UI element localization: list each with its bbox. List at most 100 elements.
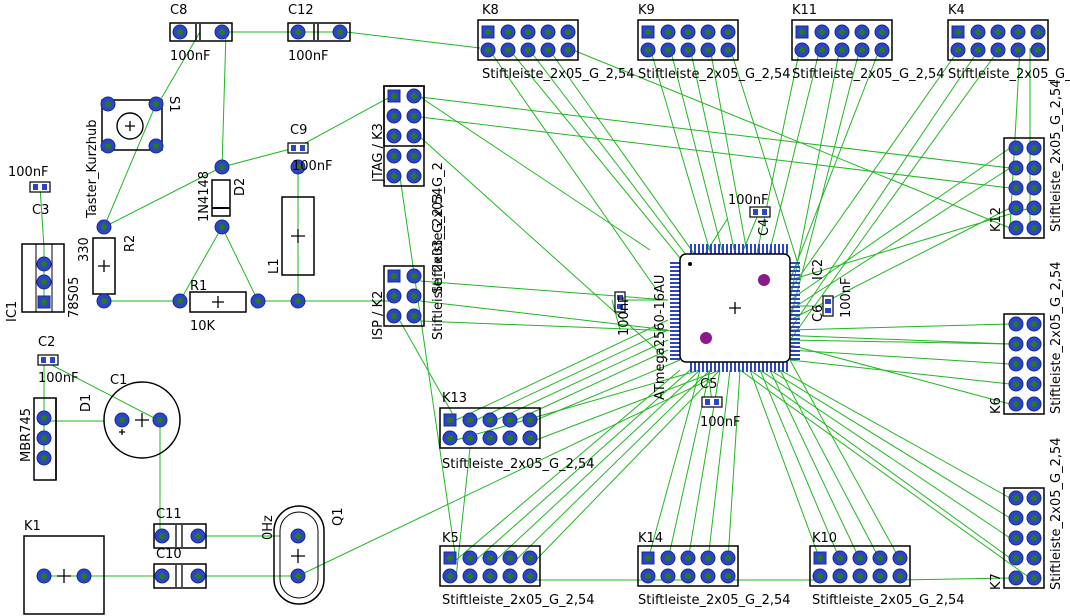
airwire [739, 369, 1031, 579]
drill-hole [1013, 225, 1019, 231]
airwire [789, 47, 861, 321]
airwire [495, 369, 701, 561]
ref-c5: C5 [700, 377, 717, 392]
drill-hole [487, 573, 493, 579]
value-d1: MBR745 [19, 408, 34, 462]
drill-hole [1031, 321, 1037, 327]
drill-hole [391, 93, 397, 99]
capacitor-c4 [749, 206, 771, 218]
plus-mark [119, 429, 125, 435]
value-c9: 100nF [292, 159, 333, 174]
drill-hole [685, 47, 691, 53]
drill-hole [195, 573, 201, 579]
plus-mark [98, 260, 110, 272]
drill-hole [337, 29, 343, 35]
plus-mark [125, 121, 135, 131]
airwire [419, 96, 651, 251]
drill-hole [645, 555, 651, 561]
drill-hole [159, 573, 165, 579]
components [21, 19, 1049, 615]
airwire [455, 447, 471, 579]
drill-hole [665, 47, 671, 53]
header-k13 [439, 407, 541, 449]
drill-hole [1015, 29, 1021, 35]
airwire [535, 369, 721, 441]
drill-hole [879, 29, 885, 35]
airwire [567, 47, 1011, 229]
drill-hole [41, 573, 47, 579]
airwire [515, 369, 711, 561]
airwire [759, 369, 1011, 539]
airwire [399, 176, 457, 561]
header-value: Stiftleiste_2x05_G_2,54 [1049, 79, 1064, 232]
drill-hole [507, 435, 513, 441]
drill-hole [101, 298, 107, 304]
airwire [419, 300, 669, 331]
ref-q1: Q1 [331, 507, 346, 526]
value-k2: Stiftleiste_2x03_G_2,54 [431, 187, 446, 340]
header-value: Stiftleiste_2x05_G_2,54 [812, 593, 965, 608]
airwire [707, 369, 731, 561]
drill-hole [1031, 185, 1037, 191]
airwire [475, 329, 669, 421]
drill-hole [1031, 401, 1037, 407]
airwire [789, 167, 1011, 311]
drill-hole [1031, 361, 1037, 367]
drill-hole [545, 29, 551, 35]
drill-hole [447, 435, 453, 441]
drill-hole [295, 573, 301, 579]
ref-k3: JTAG / K3 [371, 123, 386, 183]
ref-c1: C1 [110, 373, 127, 388]
capacitor-c9 [287, 142, 309, 154]
drill-hole [995, 47, 1001, 53]
drill-hole [1031, 495, 1037, 501]
airwire [789, 47, 961, 291]
fiducial-marker [758, 274, 770, 286]
drill-hole [411, 133, 417, 139]
drill-hole [685, 555, 691, 561]
drill-hole [295, 164, 301, 170]
drill-hole [725, 573, 731, 579]
plus-mark [212, 296, 224, 308]
drill-hole [41, 435, 47, 441]
airwire [779, 369, 881, 561]
drill-hole [545, 47, 551, 53]
drill-hole [411, 173, 417, 179]
drill-hole [487, 435, 493, 441]
drill-hole [817, 555, 823, 561]
airwire [487, 47, 659, 293]
drill-hole [645, 29, 651, 35]
airwire [789, 147, 1011, 301]
drill-hole [725, 555, 731, 561]
header-value: Stiftleiste_2x05_G_2,54 [442, 457, 595, 472]
drill-hole [41, 455, 47, 461]
drill-hole [1013, 341, 1019, 347]
airwire [649, 47, 713, 259]
drill-hole [105, 143, 111, 149]
value-c6: 100nF [839, 277, 854, 318]
airwire [547, 47, 701, 263]
value-d2: 1N4148 [197, 171, 212, 222]
airwire [769, 369, 1011, 519]
airwire [789, 344, 1011, 405]
value-ic2: ATmega2560-16AU [653, 275, 668, 400]
airwire [755, 47, 801, 259]
drill-hole [255, 298, 261, 304]
drill-hole [837, 555, 843, 561]
header-ref: K11 [792, 3, 817, 18]
ref-c9: C9 [290, 123, 307, 138]
drill-hole [1031, 381, 1037, 387]
drill-hole [411, 93, 417, 99]
drill-hole [505, 47, 511, 53]
drill-hole [153, 143, 159, 149]
drill-hole [391, 113, 397, 119]
drill-hole [799, 29, 805, 35]
airwire [527, 47, 691, 261]
drill-hole [897, 573, 903, 579]
connector-k1 [23, 535, 105, 615]
airwire [789, 47, 981, 331]
drill-hole [1013, 535, 1019, 541]
drill-hole [1031, 165, 1037, 171]
